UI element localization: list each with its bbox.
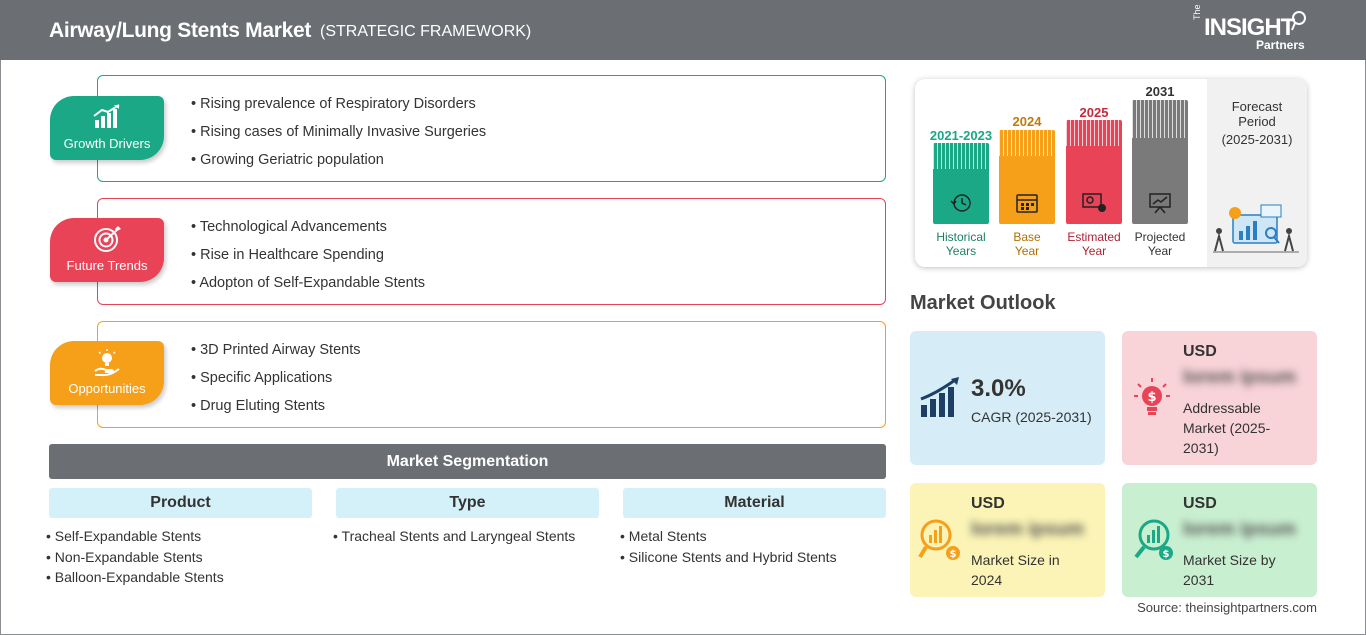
segment-type: Type Tracheal Stents and Laryngeal Stent… xyxy=(336,488,599,547)
cagr-card: 3.0% CAGR (2025-2031) xyxy=(910,331,1105,465)
list-item: Technological Advancements xyxy=(191,215,425,243)
lightbulb-hand-icon xyxy=(94,349,120,377)
timeline-year: 2031 xyxy=(1145,84,1175,99)
timeline-year: 2024 xyxy=(1012,114,1042,129)
timeline-caption: Year xyxy=(1147,244,1173,258)
segment-header: Material xyxy=(623,488,886,518)
list-item: Non-Expandable Stents xyxy=(46,547,312,568)
segment-header: Type xyxy=(336,488,599,518)
timeline-bar xyxy=(1132,100,1188,224)
page-title: Airway/Lung Stents Market xyxy=(49,19,312,42)
addressable-currency: USD xyxy=(1183,343,1217,360)
list-item: Rising cases of Minimally Invasive Surge… xyxy=(191,120,486,148)
opportunities-badge: Opportunities xyxy=(50,341,164,405)
segment-header: Product xyxy=(49,488,312,518)
list-item: Adopton of Self-Expandable Stents xyxy=(191,271,425,299)
market-size-2024-card: $ USD lorem ipsum Market Size in 2024 xyxy=(910,483,1105,597)
cagr-label: CAGR (2025-2031) xyxy=(971,409,1092,425)
analytics-people-icon xyxy=(1213,204,1299,253)
addressable-label: Market (2025- xyxy=(1183,420,1271,436)
list-item: Metal Stents xyxy=(620,526,886,547)
size-2031-label: Market Size by xyxy=(1183,552,1276,568)
cagr-value: 3.0% xyxy=(971,375,1026,402)
timeline-caption: Projected xyxy=(1134,230,1186,244)
page-subtitle: (STRATEGIC FRAMEWORK) xyxy=(320,23,532,40)
list-item: Balloon-Expandable Stents xyxy=(46,567,312,588)
timeline-caption: Historical xyxy=(936,230,986,244)
source-credit: Source: theinsightpartners.com xyxy=(1137,600,1317,615)
timeline-year: 2021-2023 xyxy=(929,128,993,143)
growth-drivers-box: Rising prevalence of Respiratory Disorde… xyxy=(97,75,886,182)
logo-magnifier-icon xyxy=(1291,11,1306,31)
timeline-caption: Year xyxy=(1014,244,1040,258)
list-item: Tracheal Stents and Laryngeal Stents xyxy=(333,526,599,547)
addressable-label: 2031) xyxy=(1183,440,1219,456)
addressable-value: lorem ipsum xyxy=(1183,367,1296,388)
list-item: Rise in Healthcare Spending xyxy=(191,243,425,271)
growth-drivers-badge: Growth Drivers xyxy=(50,96,164,160)
timeline-card: Forecast Period (2025-2031) 2021-2023 xyxy=(915,79,1307,267)
forecast-years: (2025-2031) xyxy=(1221,132,1293,147)
segment-product: Product Self-Expandable Stents Non-Expan… xyxy=(49,488,312,588)
growth-bars-icon xyxy=(920,377,959,417)
logo-main: INSIGHT xyxy=(1204,14,1295,41)
timeline-caption: Year xyxy=(1081,244,1107,258)
svg-text:$: $ xyxy=(1147,390,1156,405)
timeline-caption: Years xyxy=(945,244,977,258)
growth-chart-icon xyxy=(93,104,120,128)
list-item: Specific Applications xyxy=(191,366,361,394)
addressable-market-card: $ USD lorem ipsum Addressable Market (20… xyxy=(1122,331,1317,465)
calendar-icon xyxy=(1016,194,1038,213)
size-2024-value: lorem ipsum xyxy=(971,519,1084,540)
dollar-bulb-icon: $ xyxy=(1134,378,1170,415)
size-2031-currency: USD xyxy=(1183,495,1217,512)
projection-board-icon xyxy=(1149,193,1171,214)
future-trends-box: Technological Advancements Rise in Healt… xyxy=(97,198,886,305)
timeline-caption: Base xyxy=(1013,230,1041,244)
timeline-year: 2025 xyxy=(1079,105,1109,120)
money-search-icon: $ xyxy=(918,519,960,560)
history-clock-icon xyxy=(950,194,971,212)
growth-drivers-list: Rising prevalence of Respiratory Disorde… xyxy=(191,92,486,176)
list-item: Self-Expandable Stents xyxy=(46,526,312,547)
svg-text:$: $ xyxy=(950,549,957,560)
opportunities-box: 3D Printed Airway Stents Specific Applic… xyxy=(97,321,886,428)
timeline-bar xyxy=(999,130,1055,224)
list-item: 3D Printed Airway Stents xyxy=(191,338,360,366)
logo-prefix: The xyxy=(1192,4,1202,20)
target-icon xyxy=(94,226,121,252)
future-trends-label: Future Trends xyxy=(66,258,148,273)
market-size-2031-card: $ USD lorem ipsum Market Size by 2031 xyxy=(1122,483,1317,597)
money-search-icon: $ xyxy=(1134,519,1173,560)
timeline-caption: Estimated xyxy=(1067,230,1121,244)
list-item: Drug Eluting Stents xyxy=(191,394,361,422)
list-item: Growing Geriatric population xyxy=(191,148,486,176)
addressable-label: Addressable xyxy=(1183,400,1261,416)
estimate-gears-icon xyxy=(1082,193,1106,212)
svg-text:$: $ xyxy=(1163,549,1170,560)
size-2024-label: Market Size in xyxy=(971,552,1060,568)
future-trends-list: Technological Advancements Rise in Healt… xyxy=(191,215,425,299)
logo-sub: Partners xyxy=(1256,38,1305,52)
header-bar: Airway/Lung Stents Market (STRATEGIC FRA… xyxy=(0,0,1366,60)
segmentation-title: Market Segmentation xyxy=(49,444,886,479)
company-logo: The INSIGHT Partners xyxy=(1190,4,1320,54)
market-outlook-title: Market Outlook xyxy=(910,292,1056,314)
size-2031-label: 2031 xyxy=(1183,572,1215,588)
size-2024-currency: USD xyxy=(971,495,1005,512)
forecast-label-2: Period xyxy=(1238,114,1276,129)
opportunities-label: Opportunities xyxy=(68,381,146,396)
size-2024-label: 2024 xyxy=(971,572,1003,588)
list-item: Rising prevalence of Respiratory Disorde… xyxy=(191,92,486,120)
list-item: Silicone Stents and Hybrid Stents xyxy=(620,547,886,568)
size-2031-value: lorem ipsum xyxy=(1183,519,1296,540)
forecast-period-panel: Forecast Period (2025-2031) xyxy=(1207,79,1307,267)
future-trends-badge: Future Trends xyxy=(50,218,164,282)
forecast-label-1: Forecast xyxy=(1231,99,1283,114)
segment-material: Material Metal Stents Silicone Stents an… xyxy=(623,488,886,567)
growth-drivers-label: Growth Drivers xyxy=(63,136,151,151)
opportunities-list: 3D Printed Airway Stents Specific Applic… xyxy=(191,338,361,422)
